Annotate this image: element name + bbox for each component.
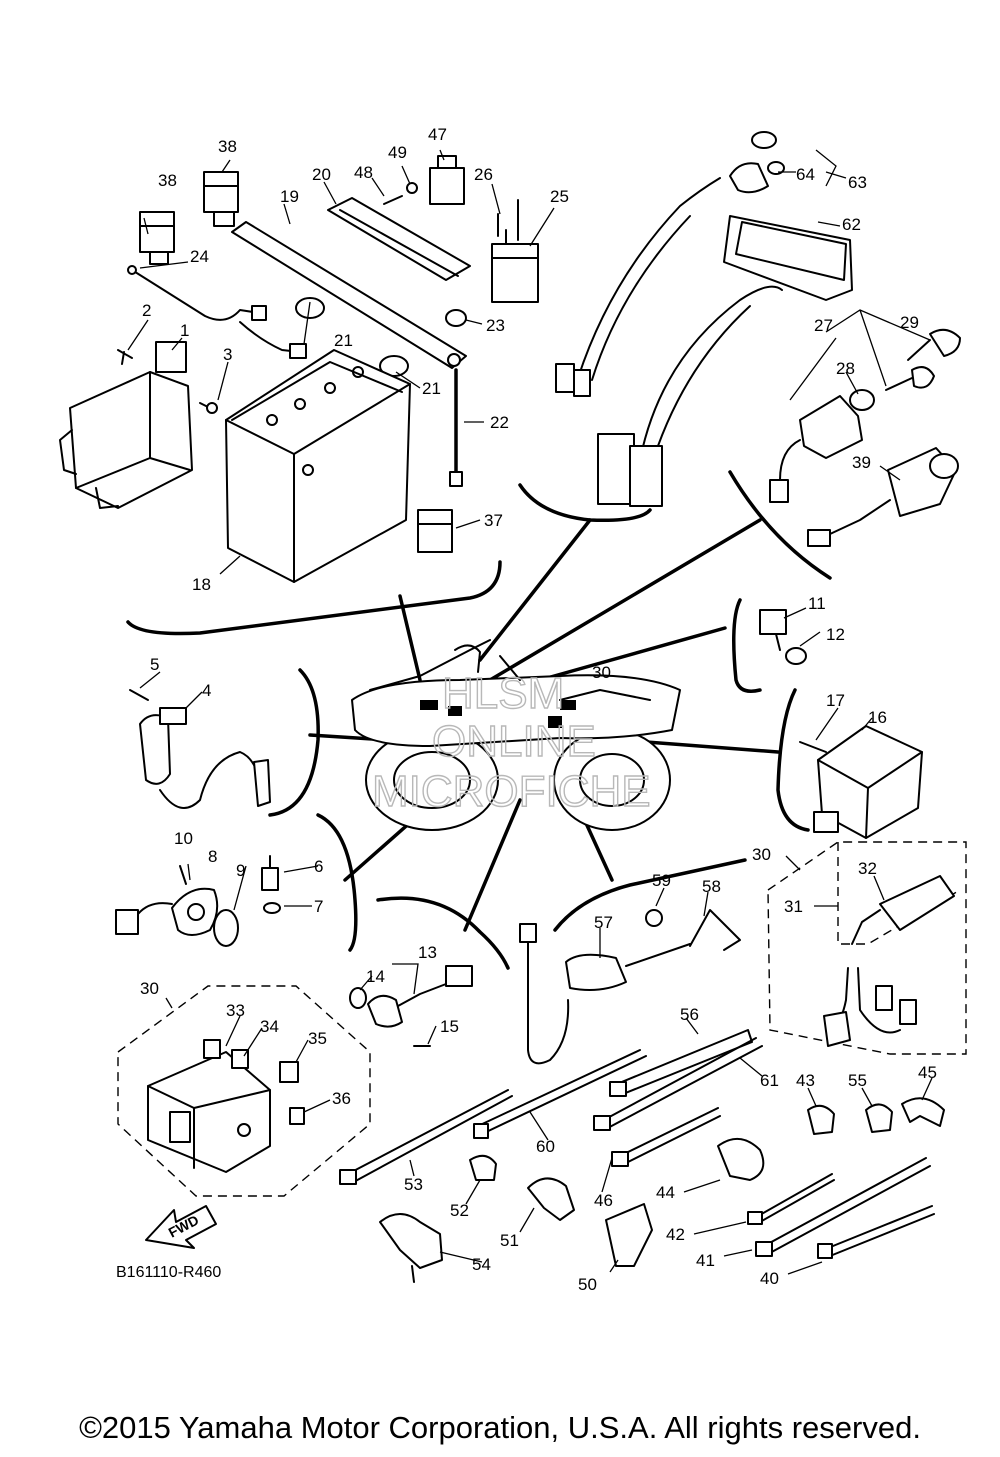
part-number: 2	[142, 301, 151, 320]
part-number: 1	[180, 321, 189, 340]
fwd-arrow: FWD	[145, 1205, 217, 1249]
atv-illustration	[351, 639, 681, 831]
part-number: 33	[226, 1001, 245, 1020]
part-number: 6	[314, 857, 323, 876]
part-number: 16	[868, 708, 887, 727]
sensor-8-group	[115, 855, 281, 947]
part-number: 37	[484, 511, 503, 530]
part-number: 18	[192, 575, 211, 594]
part-number: 20	[312, 165, 331, 184]
part-number: 62	[842, 215, 861, 234]
part-number: 46	[594, 1191, 613, 1210]
part-number: 35	[308, 1029, 327, 1048]
part-number: 8	[208, 847, 217, 866]
watermark-line-2: ONLINE	[432, 717, 596, 766]
part-number: 59	[652, 871, 671, 890]
part-number: 58	[702, 877, 721, 896]
part-number: 17	[826, 691, 845, 710]
part-number: 10	[174, 829, 193, 848]
part-number: 30	[140, 979, 159, 998]
part-number: 63	[848, 173, 867, 192]
part-number: 23	[486, 316, 505, 335]
meter-switch-group	[555, 131, 961, 547]
part-number: 61	[760, 1071, 779, 1090]
clamps-ties-group	[339, 909, 945, 1283]
part-number: 57	[594, 913, 613, 932]
part-number: 53	[404, 1175, 423, 1194]
part-number: 51	[500, 1231, 519, 1250]
part-number: 7	[314, 897, 323, 916]
ignition-coil-group	[129, 689, 271, 809]
copyright-notice: ©2015 Yamaha Motor Corporation, U.S.A. A…	[79, 1410, 921, 1445]
rectifier-group	[799, 725, 923, 839]
part-number: 34	[260, 1017, 279, 1036]
part-number: 49	[388, 143, 407, 162]
part-number: 3	[223, 345, 232, 364]
sensor-13-group	[349, 965, 473, 1047]
leader-lines	[127, 149, 933, 1275]
watermark: HLSM ONLINE MICROFICHE	[371, 668, 651, 816]
part-number: 60	[536, 1137, 555, 1156]
part-number: 24	[190, 247, 209, 266]
part-number: 4	[202, 681, 211, 700]
part-number: 54	[472, 1255, 491, 1274]
part-number: 45	[918, 1063, 937, 1082]
part-number: 19	[280, 187, 299, 206]
ecu-battery-group	[59, 155, 539, 583]
part-number: 47	[428, 125, 447, 144]
part-number: 50	[578, 1275, 597, 1294]
part-number: 12	[826, 625, 845, 644]
part-number: 30	[592, 663, 611, 682]
fuse-box-group	[117, 985, 371, 1197]
watermark-line-1: HLSM	[442, 669, 564, 718]
part-number: 29	[900, 313, 919, 332]
part-number: 38	[158, 171, 177, 190]
part-number: 36	[332, 1089, 351, 1108]
part-number: 31	[784, 897, 803, 916]
part-number: 27	[814, 316, 833, 335]
harness-group	[767, 841, 967, 1055]
part-number: 44	[656, 1183, 675, 1202]
part-number: 14	[366, 967, 385, 986]
part-number: 13	[418, 943, 437, 962]
part-number: 15	[440, 1017, 459, 1036]
part-number: 9	[236, 861, 245, 880]
part-number-labels: 1 2 3 4 5 6 7 8 9 10 11 12 13 14 15 16 1…	[140, 125, 937, 1294]
part-number: 48	[354, 163, 373, 182]
sensor-11-group	[759, 609, 807, 665]
part-number: 28	[836, 359, 855, 378]
part-number: 64	[796, 165, 815, 184]
part-number: 40	[760, 1269, 779, 1288]
part-number: 52	[450, 1201, 469, 1220]
part-number: 25	[550, 187, 569, 206]
diagram-code: B161110-R460	[116, 1264, 222, 1281]
part-number: 42	[666, 1225, 685, 1244]
part-number: 5	[150, 655, 159, 674]
part-number: 30	[752, 845, 771, 864]
part-number: 11	[808, 594, 826, 613]
part-number: 39	[852, 453, 871, 472]
part-number: 56	[680, 1005, 699, 1024]
watermark-line-3: MICROFICHE	[372, 767, 651, 816]
part-number: 38	[218, 137, 237, 156]
part-number: 41	[696, 1251, 715, 1270]
part-number: 26	[474, 165, 493, 184]
part-number: 21	[334, 331, 353, 350]
part-number: 43	[796, 1071, 815, 1090]
part-number: 32	[858, 859, 877, 878]
part-number: 21	[422, 379, 441, 398]
part-number: 22	[490, 413, 509, 432]
part-number: 55	[848, 1071, 867, 1090]
